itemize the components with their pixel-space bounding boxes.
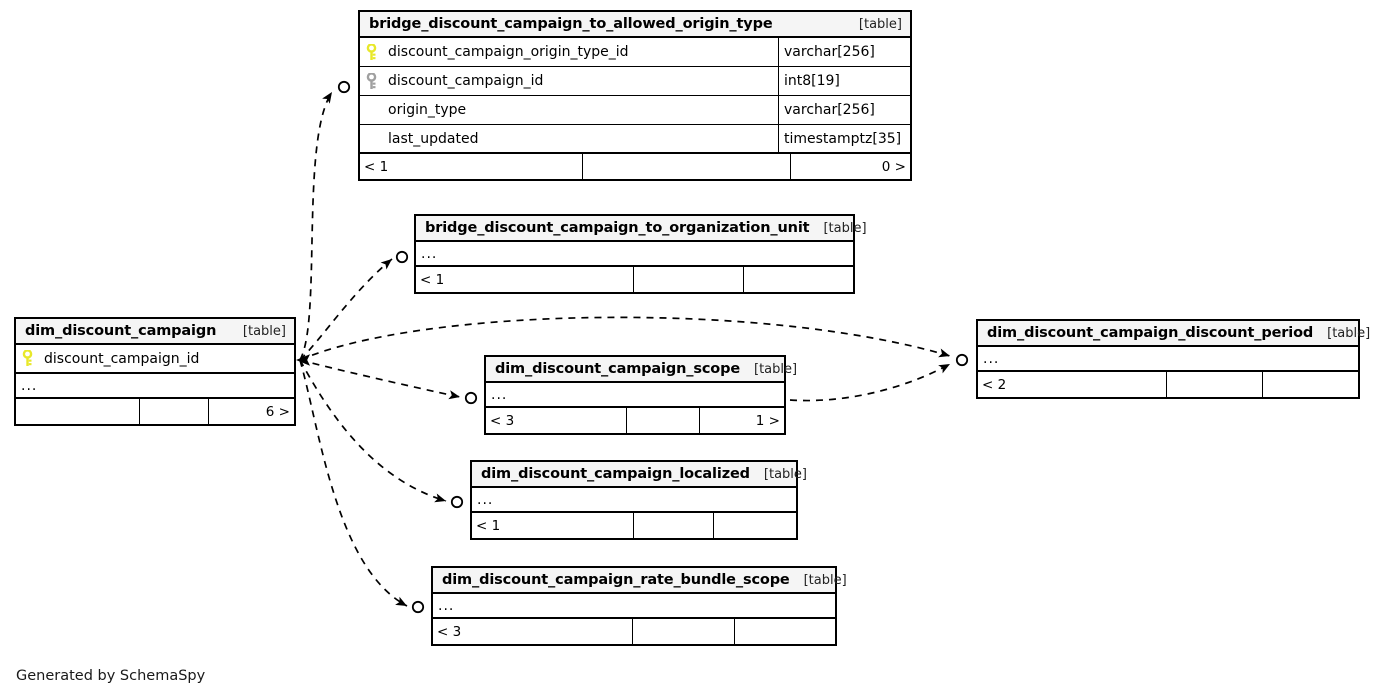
table-node-dim-scope[interactable]: dim_discount_campaign_scope [table] ... … (484, 355, 797, 435)
table-kind-label: [table] (1327, 325, 1371, 341)
generator-credit: Generated by SchemaSpy (16, 668, 206, 684)
table-footer: < 2 (978, 372, 1358, 397)
column-type: varchar[256] (778, 38, 910, 66)
table-title: dim_discount_campaign_discount_period (987, 325, 1314, 341)
table-node-dim-localized[interactable]: dim_discount_campaign_localized [table] … (470, 460, 807, 540)
collapsed-columns-indicator[interactable]: ... (486, 383, 784, 408)
edge-campaign-to-localized (299, 359, 447, 503)
footer-incoming-count: < 1 (420, 271, 445, 288)
cardinality-arrow-campaign (296, 354, 310, 366)
edge-scope-to-discount-period (789, 363, 951, 402)
footer-outgoing-count: 0 > (790, 154, 910, 179)
primary-key-icon (360, 38, 382, 66)
collapsed-columns-indicator[interactable]: ... (472, 488, 796, 513)
table-kind-label: [table] (754, 361, 798, 377)
footer-middle (633, 513, 713, 538)
table-node-dim-discount-campaign[interactable]: dim_discount_campaign [table] discount_c… (14, 317, 296, 426)
table-row[interactable]: discount_campaign_id int8[19] (360, 67, 910, 96)
edge-campaign-to-rate-bundle-scope (299, 359, 408, 607)
footer-middle (632, 619, 734, 644)
table-footer: < 3 1 > (486, 408, 784, 433)
cardinality-circle-allowed-origin-type (337, 80, 351, 94)
column-name: origin_type (388, 102, 467, 118)
no-key-placeholder (360, 125, 382, 152)
foreign-key-icon (360, 67, 382, 95)
cardinality-circle-rate-bundle-scope (411, 600, 425, 614)
table-row[interactable]: last_updated timestamptz[35] (360, 125, 910, 154)
table-kind-label: [table] (823, 220, 867, 236)
table-header: dim_discount_campaign_localized [table] (472, 462, 807, 488)
table-footer: 6 > (16, 399, 294, 424)
column-name: last_updated (388, 130, 479, 147)
table-title: bridge_discount_campaign_to_organization… (425, 220, 810, 236)
primary-key-icon (16, 345, 38, 372)
edge-campaign-to-allowed-origin-type (299, 91, 333, 361)
edge-campaign-to-scope (299, 359, 461, 400)
table-columns: discount_campaign_id (16, 345, 294, 374)
footer-incoming-count: < 3 (437, 623, 462, 640)
footer-middle (1166, 372, 1262, 397)
table-header: bridge_discount_campaign_to_organization… (416, 216, 867, 242)
table-title: bridge_discount_campaign_to_allowed_orig… (369, 16, 773, 32)
table-row[interactable]: origin_type varchar[256] (360, 96, 910, 125)
footer-outgoing-count (1262, 372, 1358, 397)
footer-middle (626, 408, 699, 433)
footer-middle (633, 267, 743, 292)
footer-outgoing-count (743, 267, 853, 292)
collapsed-columns-indicator[interactable]: ... (16, 374, 294, 399)
edge-campaign-to-organization-unit (299, 258, 393, 361)
footer-incoming-count: < 1 (476, 517, 501, 534)
footer-outgoing-count: 6 > (208, 399, 294, 424)
column-name: discount_campaign_id (44, 350, 200, 367)
edge-campaign-to-discount-period (299, 316, 951, 361)
column-type: int8[19] (778, 67, 910, 95)
table-kind-label: [table] (803, 572, 847, 588)
table-footer: < 3 (433, 619, 835, 644)
table-node-bridge-organization-unit[interactable]: bridge_discount_campaign_to_organization… (414, 214, 867, 294)
footer-outgoing-count (713, 513, 796, 538)
cardinality-circle-localized (450, 495, 464, 509)
table-header: bridge_discount_campaign_to_allowed_orig… (360, 12, 910, 38)
table-node-dim-discount-period[interactable]: dim_discount_campaign_discount_period [t… (976, 319, 1370, 399)
footer-incoming-count: < 3 (490, 412, 515, 429)
table-title: dim_discount_campaign_rate_bundle_scope (442, 572, 790, 588)
cardinality-circle-organization-unit (395, 250, 409, 264)
collapsed-columns-indicator[interactable]: ... (978, 347, 1358, 372)
column-type: timestamptz[35] (778, 125, 910, 152)
table-node-dim-rate-bundle-scope[interactable]: dim_discount_campaign_rate_bundle_scope … (431, 566, 847, 646)
table-title: dim_discount_campaign (25, 323, 217, 339)
collapsed-columns-indicator[interactable]: ... (416, 242, 853, 267)
cardinality-circle-discount-period (955, 353, 969, 367)
footer-outgoing-count: 1 > (699, 408, 784, 433)
table-kind-label: [table] (858, 16, 902, 32)
table-header: dim_discount_campaign_scope [table] (486, 357, 797, 383)
column-name: discount_campaign_id (388, 73, 544, 89)
column-name: discount_campaign_origin_type_id (388, 44, 629, 60)
collapsed-columns-indicator[interactable]: ... (433, 594, 835, 619)
table-title: dim_discount_campaign_scope (495, 361, 740, 377)
table-footer: < 1 0 > (360, 154, 910, 179)
no-key-placeholder (360, 96, 382, 124)
table-header: dim_discount_campaign_rate_bundle_scope … (433, 568, 847, 594)
table-columns: discount_campaign_origin_type_id varchar… (360, 38, 910, 154)
column-type: varchar[256] (778, 96, 910, 124)
table-row[interactable]: discount_campaign_id (16, 345, 294, 374)
table-footer: < 1 (472, 513, 796, 538)
footer-middle (139, 399, 208, 424)
table-title: dim_discount_campaign_localized (481, 466, 750, 482)
footer-incoming-count: < 1 (364, 158, 389, 175)
footer-incoming-count: < 2 (982, 376, 1007, 393)
table-node-bridge-allowed-origin-type[interactable]: bridge_discount_campaign_to_allowed_orig… (358, 10, 912, 181)
table-header: dim_discount_campaign_discount_period [t… (978, 321, 1370, 347)
footer-outgoing-count (734, 619, 835, 644)
table-kind-label: [table] (242, 323, 286, 339)
footer-middle (582, 154, 790, 179)
table-row[interactable]: discount_campaign_origin_type_id varchar… (360, 38, 910, 67)
footer-incoming-count (16, 399, 139, 424)
table-kind-label: [table] (763, 466, 807, 482)
cardinality-circle-scope (464, 391, 478, 405)
table-footer: < 1 (416, 267, 853, 292)
table-header: dim_discount_campaign [table] (16, 319, 294, 345)
